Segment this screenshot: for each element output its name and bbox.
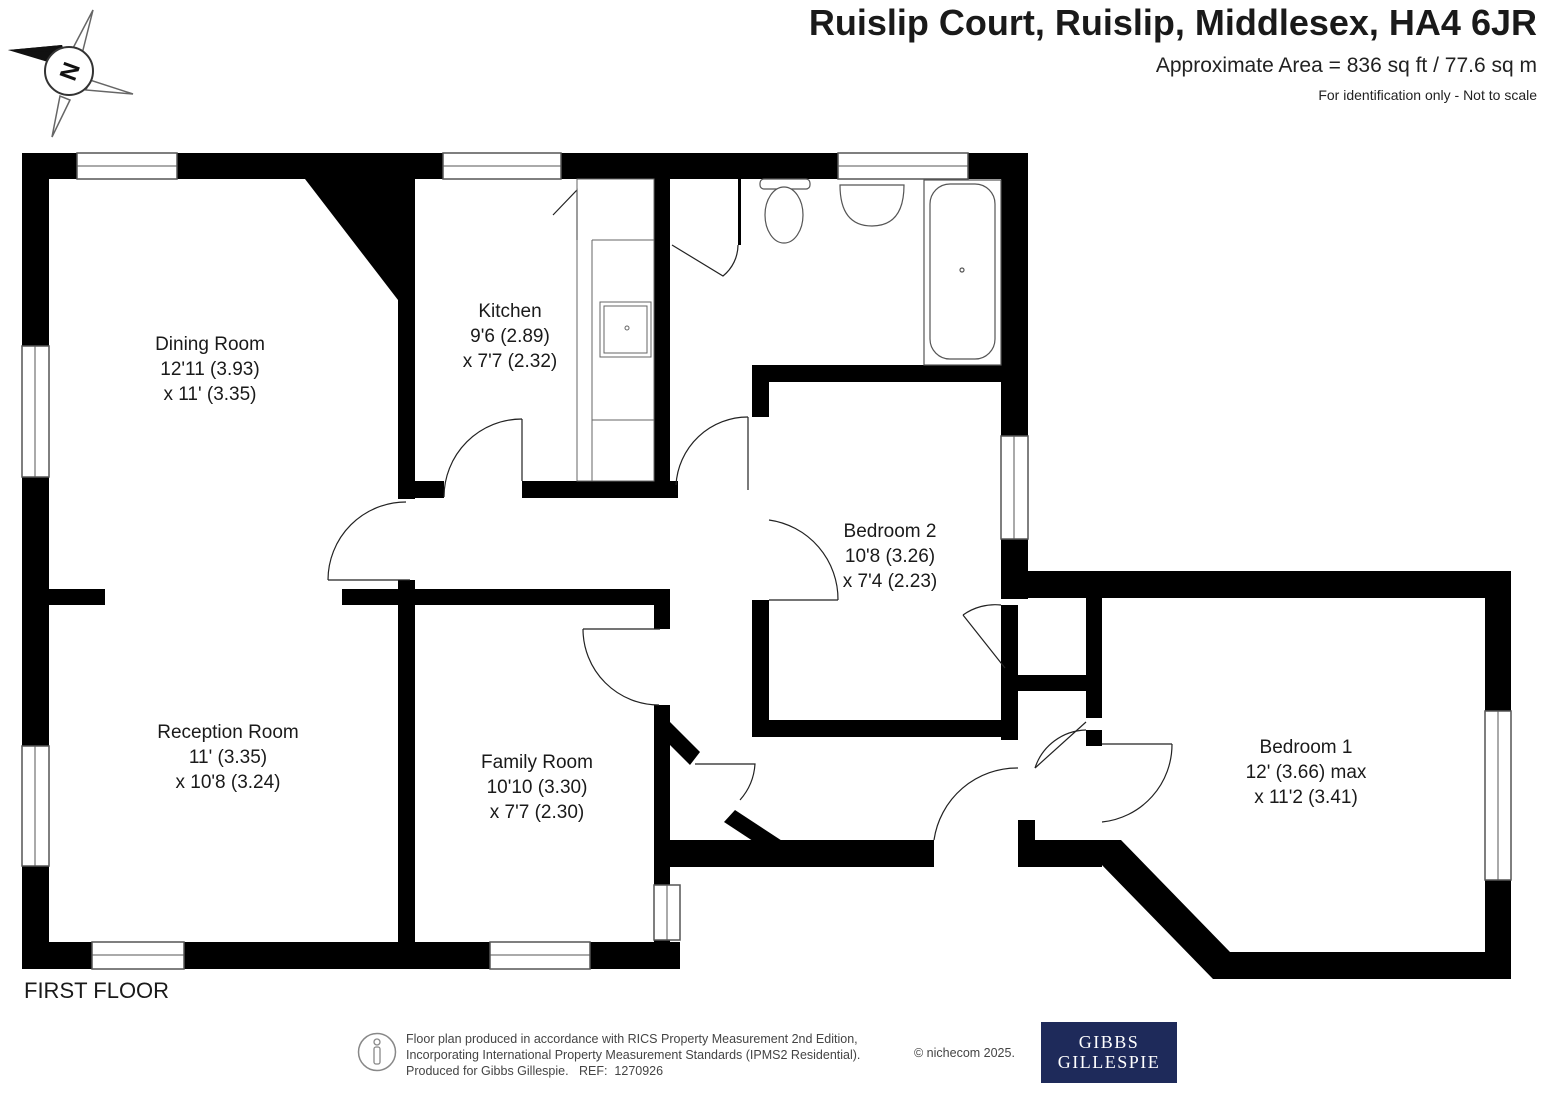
dining-room-dim1: 12'11 (3.93) xyxy=(160,359,259,380)
person-info-icon xyxy=(357,1032,397,1072)
dining-room-dim2: x 11' (3.35) xyxy=(163,384,256,405)
reception-room-name: Reception Room xyxy=(157,722,299,743)
dining-room-name: Dining Room xyxy=(155,334,265,355)
bedroom1-name: Bedroom 1 xyxy=(1260,737,1353,758)
kitchen-dim2: x 7'7 (2.32) xyxy=(463,351,557,372)
footer-copyright: © nichecom 2025. xyxy=(914,1046,1015,1060)
address-title: Ruislip Court, Ruislip, Middlesex, HA4 6… xyxy=(808,2,1537,43)
toilet-icon xyxy=(764,186,804,244)
identification-note: For identification only - Not to scale xyxy=(1318,87,1537,103)
window-lines xyxy=(34,165,1499,956)
bedroom2-dim1: 10'8 (3.26) xyxy=(845,546,935,567)
logo-line1: GIBBS xyxy=(1078,1032,1140,1052)
compass-icon: N xyxy=(8,9,134,138)
walls xyxy=(22,153,1511,979)
bedroom1-dim2: x 11'2 (3.41) xyxy=(1254,787,1358,808)
kitchen-units xyxy=(576,178,655,482)
reception-room-dim2: x 10'8 (3.24) xyxy=(175,772,280,793)
logo-line2: GILLESPIE xyxy=(1057,1052,1161,1072)
floor-label: FIRST FLOOR xyxy=(24,978,170,1003)
bedroom1-dim1: 12' (3.66) max xyxy=(1246,762,1367,783)
room-labels: Dining Room 12'11 (3.93) x 11' (3.35) Ki… xyxy=(155,301,1367,823)
footer-text: Floor plan produced in accordance with R… xyxy=(406,1032,861,1078)
bedroom2-dim2: x 7'4 (2.23) xyxy=(843,571,937,592)
sink-icon xyxy=(839,184,905,227)
reception-room-dim1: 11' (3.35) xyxy=(189,747,267,768)
bedroom2-name: Bedroom 2 xyxy=(844,521,937,542)
family-room-dim1: 10'10 (3.30) xyxy=(487,777,588,798)
family-room-name: Family Room xyxy=(481,752,593,773)
bathroom-fixtures xyxy=(759,178,1002,366)
family-room-dim2: x 7'7 (2.30) xyxy=(490,802,584,823)
doors xyxy=(327,188,1173,841)
kitchen-name: Kitchen xyxy=(478,301,541,322)
approximate-area: Approximate Area = 836 sq ft / 77.6 sq m xyxy=(1155,54,1537,77)
gibbs-gillespie-logo: GIBBS GILLESPIE xyxy=(1041,1022,1177,1083)
kitchen-dim1: 9'6 (2.89) xyxy=(470,326,550,347)
